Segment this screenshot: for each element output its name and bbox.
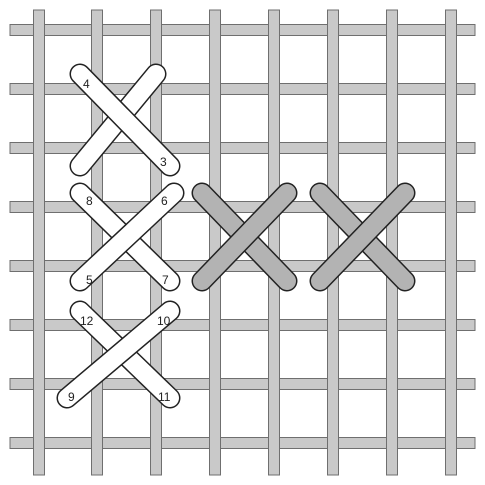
stitches	[67, 74, 405, 398]
vertical-thread	[328, 10, 339, 475]
vertical-thread	[34, 10, 45, 475]
label-9: 9	[68, 390, 75, 404]
vertical-thread	[210, 10, 221, 475]
label-8: 8	[86, 194, 93, 208]
label-11: 11	[158, 390, 171, 404]
label-3: 3	[160, 155, 167, 169]
label-4: 4	[83, 77, 90, 91]
label-12: 12	[80, 314, 94, 328]
vertical-thread	[269, 10, 280, 475]
horizontal-thread	[10, 25, 475, 36]
vertical-thread	[446, 10, 457, 475]
horizontal-thread	[10, 438, 475, 449]
label-7: 7	[162, 273, 169, 287]
vertical-thread	[387, 10, 398, 475]
label-6: 6	[161, 194, 168, 208]
label-10: 10	[157, 314, 171, 328]
label-5: 5	[86, 273, 93, 287]
